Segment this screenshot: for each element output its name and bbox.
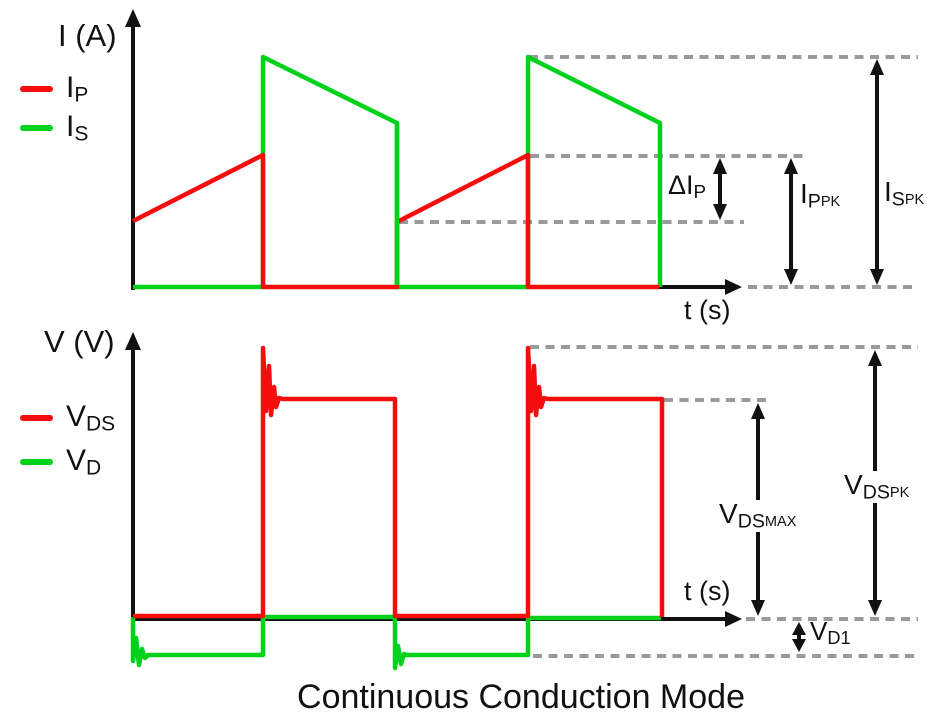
ippk-arrow-down-head-icon [784, 269, 798, 285]
top-y-axis-label: I (A) [58, 18, 117, 53]
ispk-arrow-up-head-icon [870, 59, 884, 75]
vdsmax-arrow-up-head-icon [751, 403, 765, 419]
legend-item-ip: IP [20, 70, 89, 107]
bottom-x-axis-arrowhead-icon [725, 611, 742, 627]
delta-ip-arrow-up-head-icon [713, 158, 727, 174]
legend-item-is: IS [20, 109, 89, 146]
top-x-axis-arrowhead-icon [725, 279, 742, 295]
i-ppk-label: IPPK [800, 178, 841, 213]
legend-item-vd: VD [20, 443, 102, 480]
legend-vds-label: VDS [66, 399, 116, 436]
legend-is-label: IS [66, 109, 89, 146]
ippk-arrow-up-head-icon [784, 158, 798, 174]
is-series-swatch-icon [20, 125, 53, 131]
vdsmax-arrow-down-head-icon [751, 600, 765, 616]
top-x-axis-label: t (s) [684, 295, 731, 325]
vdspk-arrow-down-head-icon [868, 600, 882, 616]
ip-series-swatch-icon [20, 86, 53, 92]
legend-item-vds: VDS [20, 399, 116, 436]
vd-voltage [130, 614, 661, 671]
bottom-y-axis-arrowhead-icon [125, 332, 141, 350]
figure-title: Continuous Conduction Mode [297, 678, 745, 716]
delta-ip-arrow-down-head-icon [713, 204, 727, 220]
vdspk-arrow-up-head-icon [868, 350, 882, 366]
vds-series-swatch-icon [20, 415, 53, 421]
bottom-x-axis-label: t (s) [684, 576, 731, 606]
legend-vd-label: VD [66, 443, 102, 480]
vds-voltage [133, 345, 665, 619]
v-dspk-label: VDSPK [841, 471, 913, 503]
ispk-arrow-down-head-icon [870, 269, 884, 285]
legend-ip-label: IP [66, 70, 89, 107]
bottom-y-axis-label: V (V) [44, 324, 115, 359]
v-dsmax-label: VDSMAX [716, 500, 800, 532]
v-d1-label: VD1 [810, 616, 851, 648]
top-y-axis-arrowhead-icon [125, 9, 141, 27]
vd1-arrow-down-head-icon [792, 639, 806, 652]
vd-series-swatch-icon [20, 459, 53, 465]
i-spk-label: ISPK [884, 176, 925, 211]
vd1-arrow-up-head-icon [792, 622, 806, 635]
delta-ip-label: ΔIP [668, 170, 707, 204]
